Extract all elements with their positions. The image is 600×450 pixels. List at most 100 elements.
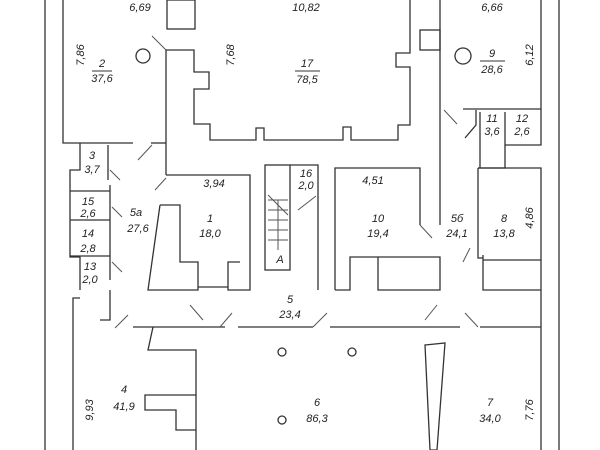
room-17-label: 17 78,5 xyxy=(295,58,320,86)
svg-text:5а: 5а xyxy=(130,207,142,219)
door xyxy=(419,224,433,239)
column xyxy=(347,347,357,357)
svg-text:9: 9 xyxy=(489,48,495,60)
door xyxy=(462,247,471,263)
room-3-label: 33,7 xyxy=(84,150,100,176)
room-5-label: 523,4 xyxy=(278,294,300,321)
svg-text:2,6: 2,6 xyxy=(513,126,530,138)
room-11-wall xyxy=(480,145,506,169)
room-1-wall xyxy=(166,174,251,291)
svg-text:3: 3 xyxy=(89,150,96,162)
svg-text:27,6: 27,6 xyxy=(126,223,149,235)
svg-text:8: 8 xyxy=(501,213,508,225)
svg-text:3,6: 3,6 xyxy=(484,126,500,138)
svg-text:1: 1 xyxy=(207,213,213,225)
room-7-label: 734,0 xyxy=(479,397,501,425)
door xyxy=(312,312,328,328)
column xyxy=(277,347,287,357)
room-4-label: 441,9 xyxy=(113,384,134,413)
room-10-wall xyxy=(334,167,421,290)
dimension: 10,82 xyxy=(292,2,320,14)
dimension: 6,12 xyxy=(524,44,536,65)
svg-text:5б: 5б xyxy=(451,213,464,225)
dimension: 7,68 xyxy=(225,43,237,65)
door xyxy=(297,195,317,211)
room-14-label: 142,8 xyxy=(79,228,96,255)
svg-text:6: 6 xyxy=(314,397,321,409)
wall xyxy=(478,112,481,169)
column xyxy=(166,0,196,30)
column xyxy=(277,415,287,425)
svg-text:4: 4 xyxy=(121,384,127,396)
door xyxy=(111,206,123,218)
svg-text:17: 17 xyxy=(301,58,314,70)
door xyxy=(137,144,153,161)
svg-text:2: 2 xyxy=(98,58,105,70)
svg-text:24,1: 24,1 xyxy=(445,228,467,240)
column xyxy=(454,47,472,65)
svg-text:14: 14 xyxy=(82,228,94,240)
room-5a-label: 5а 27,6 xyxy=(126,207,149,235)
svg-text:12: 12 xyxy=(516,113,528,125)
room-12-wall xyxy=(504,109,542,146)
svg-text:41,9: 41,9 xyxy=(113,401,134,413)
wall xyxy=(70,190,110,257)
svg-text:10: 10 xyxy=(372,213,385,225)
door xyxy=(443,109,458,125)
wall xyxy=(482,255,541,291)
dimension: 7,86 xyxy=(75,43,87,65)
stair[interactable] xyxy=(264,164,291,271)
svg-text:28,6: 28,6 xyxy=(480,64,503,76)
room-13-label: 132,0 xyxy=(81,261,98,286)
room-2-wall xyxy=(62,0,133,144)
room-15-label: 152,6 xyxy=(79,196,96,220)
door xyxy=(109,169,121,181)
room-6-7-partition xyxy=(424,342,446,450)
svg-text:16: 16 xyxy=(300,168,313,180)
stair-label: А xyxy=(275,254,283,266)
wall xyxy=(69,143,81,290)
svg-text:37,6: 37,6 xyxy=(91,73,113,85)
room-2-label: 237,6 xyxy=(91,58,113,85)
dimension: 7,76 xyxy=(524,398,536,420)
svg-text:78,5: 78,5 xyxy=(296,74,318,86)
dimension: 4,51 xyxy=(362,175,383,187)
dimension: 6,66 xyxy=(481,2,503,14)
room-4-wall xyxy=(72,297,80,450)
door xyxy=(219,312,233,328)
wall xyxy=(464,110,477,139)
svg-text:18,0: 18,0 xyxy=(199,228,221,240)
room-10-partition xyxy=(335,256,441,291)
door xyxy=(189,304,204,321)
dimension: 9,93 xyxy=(84,398,96,420)
svg-text:2,0: 2,0 xyxy=(297,180,314,192)
svg-text:5: 5 xyxy=(287,294,294,306)
door xyxy=(114,314,129,329)
svg-text:7: 7 xyxy=(487,397,494,409)
room-9-label: 928,6 xyxy=(480,48,505,76)
room-8-label: 813,8 xyxy=(493,213,515,240)
dimension: 4,86 xyxy=(524,206,536,228)
room-16-wall xyxy=(290,164,319,290)
svg-text:15: 15 xyxy=(82,196,95,208)
room-8-wall xyxy=(478,167,542,261)
dimension: 6,69 xyxy=(129,2,150,14)
wall xyxy=(477,168,483,259)
svg-text:86,3: 86,3 xyxy=(306,413,328,425)
column xyxy=(419,29,441,51)
door xyxy=(111,261,123,273)
stair-steps xyxy=(267,194,289,250)
door xyxy=(154,177,167,191)
svg-text:34,0: 34,0 xyxy=(479,413,501,425)
column xyxy=(135,48,151,64)
dimension: 3,94 xyxy=(203,178,224,190)
svg-text:3,7: 3,7 xyxy=(84,164,100,176)
svg-text:2,6: 2,6 xyxy=(79,208,96,220)
room-4-wall xyxy=(147,326,197,450)
room-1-partition xyxy=(147,204,199,291)
room-6-label: 686,3 xyxy=(306,397,328,425)
room-5b-label: 5б 24,1 xyxy=(445,213,467,240)
room-1-label: 118,0 xyxy=(199,213,221,240)
